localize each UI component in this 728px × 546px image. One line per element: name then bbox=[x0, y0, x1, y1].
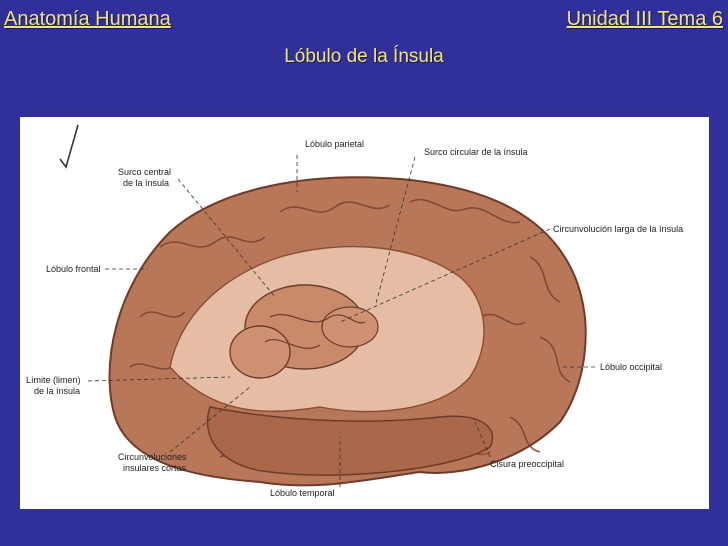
label-limite-1: Límite (limen) bbox=[26, 375, 81, 385]
label-lobulo-frontal: Lóbulo frontal bbox=[46, 264, 101, 274]
slide-title: Lóbulo de la Ínsula bbox=[284, 46, 444, 67]
insula-figure: Lóbulo parietal Surco circular de la íns… bbox=[20, 117, 709, 509]
unit-title: Unidad III Tema 6 bbox=[566, 8, 723, 30]
insula-gyri bbox=[229, 284, 379, 379]
label-circunvolucion-larga: Circunvolución larga de la ínsula bbox=[553, 224, 683, 234]
label-circ-cortas-2: insulares cortas bbox=[123, 463, 187, 473]
label-circ-cortas-1: Circunvoluciones bbox=[118, 452, 187, 462]
label-lobulo-occipital: Lóbulo occipital bbox=[600, 362, 662, 372]
label-lobulo-temporal: Lóbulo temporal bbox=[270, 488, 335, 498]
brain-illustration: Lóbulo parietal Surco circular de la íns… bbox=[26, 124, 683, 498]
temporal-lobe bbox=[206, 406, 494, 476]
label-surco-central-1: Surco central bbox=[118, 167, 171, 177]
label-limite-2: de la ínsula bbox=[34, 386, 80, 396]
leader-lines bbox=[87, 155, 595, 487]
check-mark-icon bbox=[59, 124, 79, 169]
label-surco-central-2: de la ínsula bbox=[123, 178, 169, 188]
label-surco-circular: Surco circular de la ínsula bbox=[424, 147, 528, 157]
label-cisura-preoccipital: Cisura preoccipital bbox=[490, 459, 564, 469]
course-title: Anatomía Humana bbox=[4, 8, 171, 30]
label-lobulo-parietal: Lóbulo parietal bbox=[305, 139, 364, 149]
